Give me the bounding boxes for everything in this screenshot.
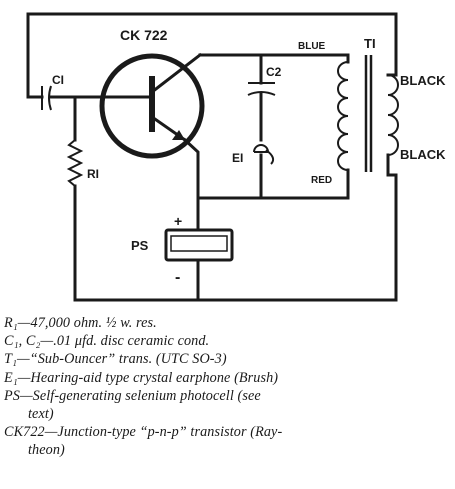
parts-list-item-c1-c2: C₁, C₂—.01 μfd. disc ceramic cond. — [4, 333, 210, 350]
parts-list-item-ck722: CK722—Junction-type “p-n-p” transistor (… — [4, 424, 283, 441]
capacitor-c1 — [26, 85, 127, 111]
e1-label: EI — [232, 151, 243, 165]
capacitor-c2 — [247, 53, 276, 142]
parts-list-item-ck722-continued: theon) — [28, 442, 65, 459]
parts-list-item-ps: PS—Self-generating selenium photocell (s… — [4, 387, 261, 404]
photocell-ps — [164, 196, 234, 302]
plus-label: + — [174, 213, 182, 229]
ps-label: PS — [131, 238, 149, 253]
blue-lead-label: BLUE — [298, 41, 326, 52]
parts-list-item-ps-continued: text) — [28, 406, 54, 423]
bottom-wire — [73, 173, 398, 302]
parts-list: R₁—47,000 ohm. ½ w. res. C₁, C₂—.01 μfd.… — [4, 314, 454, 460]
minus-label: - — [175, 269, 180, 286]
c2-label: C2 — [266, 65, 282, 79]
black-lead-bottom-label: BLACK — [400, 147, 446, 162]
emitter-wire — [182, 137, 200, 200]
feedback-wire — [26, 12, 398, 99]
resistor-r1 — [66, 95, 84, 302]
black-lead-top-label: BLACK — [400, 73, 446, 88]
transformer-t1 — [337, 53, 399, 200]
circuit-schematic: CI RI CK 722 C2 EI — [26, 12, 446, 302]
earphone-e1 — [253, 144, 275, 200]
transistor-label: CK 722 — [120, 27, 168, 43]
transistor-ck722 — [99, 52, 205, 159]
parts-list-item-r1: R₁—47,000 ohm. ½ w. res. — [4, 315, 157, 331]
c1-label: CI — [52, 73, 64, 87]
r1-label: RI — [87, 167, 99, 181]
parts-list-item-e1: E₁—Hearing-aid type crystal earphone (Br… — [4, 369, 279, 386]
parts-list-item-t1: T₁—“Sub-Ouncer” trans. (UTC SO-3) — [4, 351, 227, 368]
red-lead-label: RED — [311, 175, 332, 186]
t1-label: TI — [364, 36, 376, 51]
